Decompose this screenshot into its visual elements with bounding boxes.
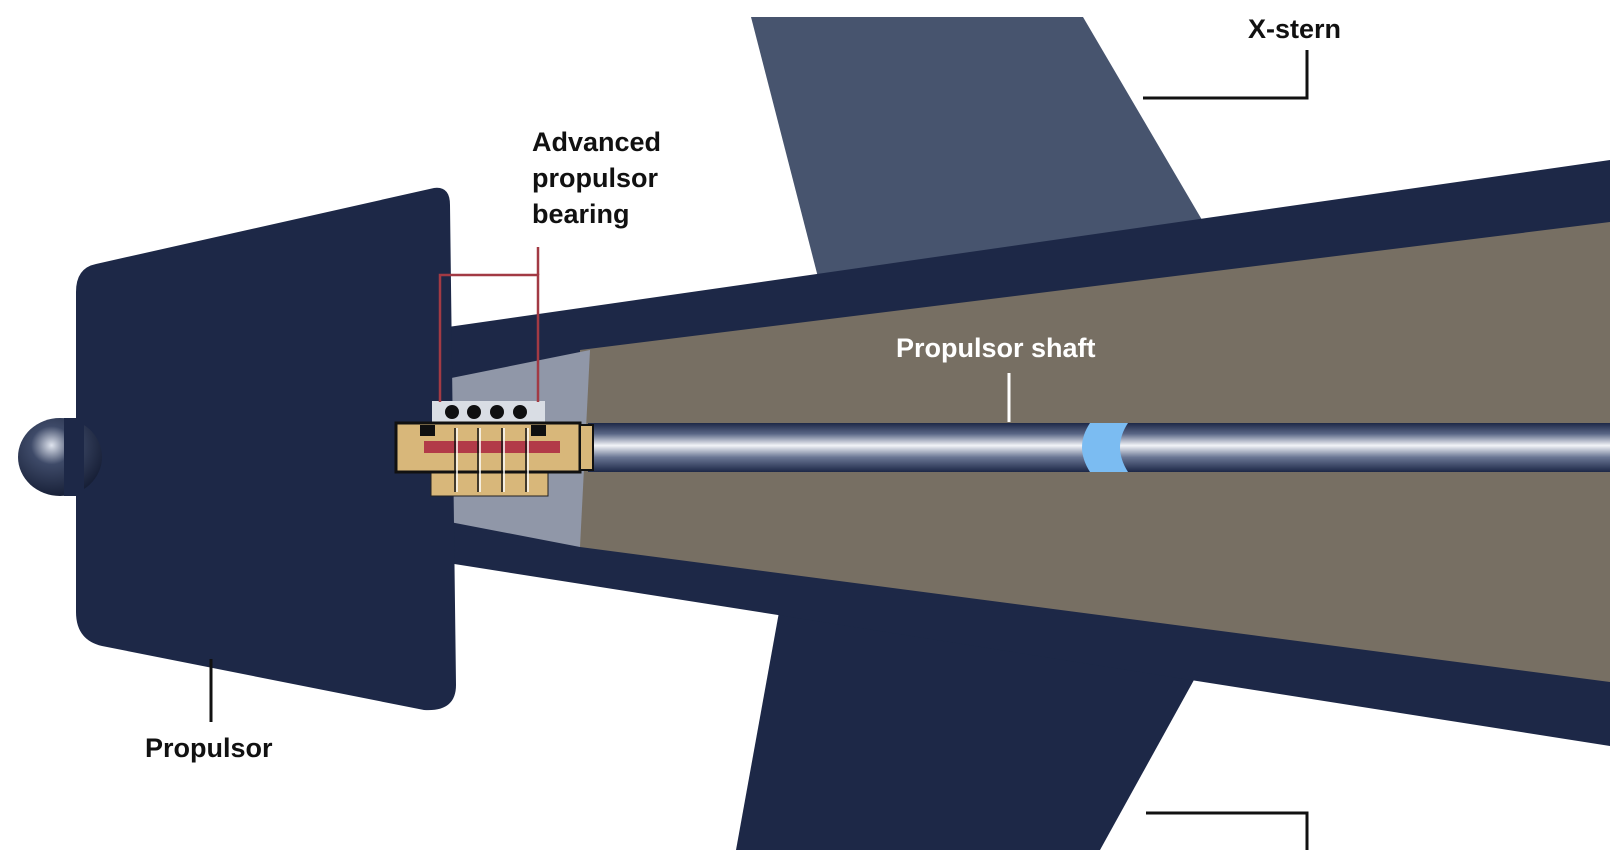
bearing-seal <box>420 425 435 436</box>
bearing-label-line-1: Advanced <box>532 127 661 157</box>
bearing-label-line-2: propulsor <box>532 163 658 193</box>
shaft-label: Propulsor shaft <box>896 333 1096 363</box>
propulsor-body <box>76 187 456 711</box>
bearing-collar <box>579 424 594 471</box>
xstern-label: X-stern <box>1248 14 1341 44</box>
bearing-assembly <box>394 401 594 497</box>
bearing-label-line-3: bearing <box>532 199 630 229</box>
hub-collar <box>64 418 84 496</box>
bearing-ball <box>513 405 527 419</box>
propulsor-label: Propulsor <box>145 733 273 763</box>
bearing-ball <box>445 405 459 419</box>
bearing-leader-line <box>438 273 540 402</box>
upper-fin <box>751 17 1205 285</box>
bearing-ball <box>490 405 504 419</box>
xstern-leader-line <box>1143 50 1309 100</box>
bearing-ball <box>467 405 481 419</box>
lower-fin-leader-line <box>1146 811 1309 850</box>
shaft-joint <box>1082 423 1128 472</box>
bearing-red-bar <box>424 441 560 453</box>
propulsor-hub-nose <box>18 418 102 496</box>
bearing-seal <box>531 425 546 436</box>
